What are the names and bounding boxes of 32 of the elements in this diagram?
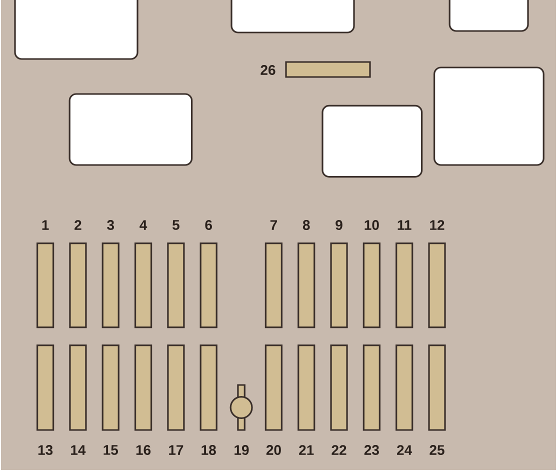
fuse-number: 14 xyxy=(71,445,86,455)
fuse-number: 11 xyxy=(398,220,412,230)
relay-box xyxy=(68,93,193,166)
fuse-number: 26 xyxy=(260,65,276,75)
fuse-number: 13 xyxy=(38,445,53,455)
fuse-number: 9 xyxy=(336,220,342,230)
fuse-number: 25 xyxy=(430,445,444,455)
fuse-number: 22 xyxy=(332,445,346,455)
relay-box xyxy=(448,0,529,32)
fuse-number: 2 xyxy=(74,220,82,230)
fuse-number: 7 xyxy=(270,220,277,230)
fuse-number: 18 xyxy=(202,445,216,455)
relay-box xyxy=(434,66,544,166)
fuse-number: 24 xyxy=(397,445,412,455)
fuse-number: 5 xyxy=(172,220,180,230)
fuse-number: 17 xyxy=(169,445,184,455)
fuse-number: 8 xyxy=(302,220,310,230)
fuse-number: 16 xyxy=(136,445,151,455)
relay-box xyxy=(230,0,355,34)
fuse-number: 19 xyxy=(234,445,249,455)
fuse-number: 20 xyxy=(266,445,281,455)
fuse-number: 4 xyxy=(140,220,148,230)
relay-box xyxy=(14,0,138,60)
fuse-number: 12 xyxy=(430,220,444,230)
fuse-number: 3 xyxy=(107,220,114,230)
fuse-number: 15 xyxy=(104,445,118,455)
fuse-number: 10 xyxy=(364,220,379,230)
relay-box xyxy=(322,104,423,178)
fuse-number: 21 xyxy=(299,445,314,455)
fuse-number: 6 xyxy=(205,220,212,230)
fuse-number: 23 xyxy=(364,445,379,455)
fuse-number: 1 xyxy=(42,220,49,230)
